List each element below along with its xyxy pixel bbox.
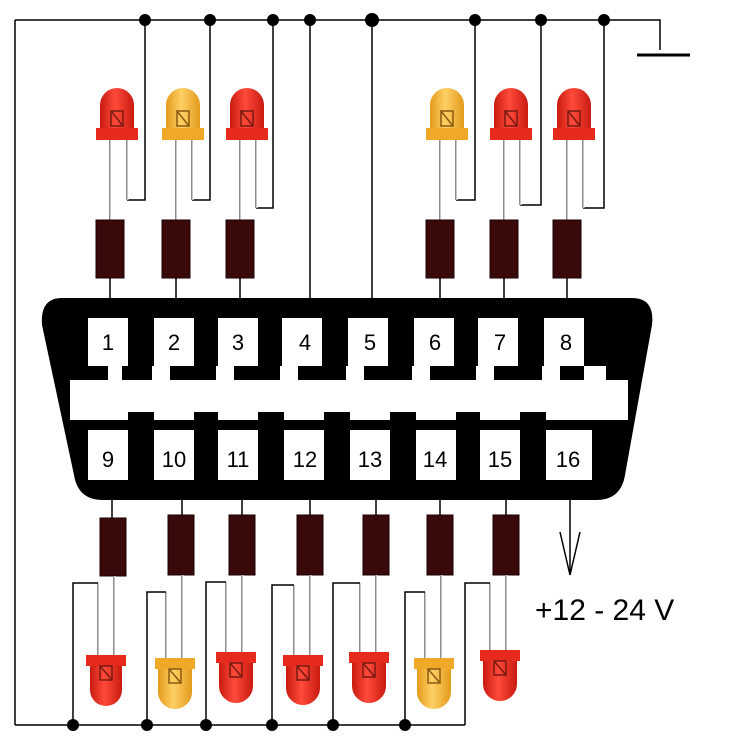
pin-label-14: 14 (423, 447, 447, 472)
led-pin-2 (161, 20, 211, 300)
led-pin-13 (332, 500, 390, 725)
pin-label-16: 16 (556, 447, 580, 472)
led-pin-8 (552, 20, 605, 300)
led-pin-7 (489, 20, 542, 300)
pin-label-2: 2 (168, 330, 180, 355)
pin-label-8: 8 (560, 330, 572, 355)
led-pin-10 (146, 500, 195, 725)
arrow-down-icon (559, 500, 581, 576)
pin-label-13: 13 (358, 447, 382, 472)
pin-label-11: 11 (227, 447, 250, 472)
led-pin-9 (72, 500, 127, 725)
junction-dots-top (139, 13, 610, 27)
junction-dots-bottom (67, 719, 411, 731)
obd-connector: 1 2 3 4 5 6 7 8 9 10 11 12 13 14 15 16 (41, 298, 653, 500)
led-pin-14 (404, 500, 454, 725)
led-pin-11 (205, 500, 256, 725)
pin-label-12: 12 (293, 447, 317, 472)
pin-label-1: 1 (102, 330, 114, 355)
pin-label-5: 5 (364, 330, 376, 355)
pin-label-4: 4 (299, 330, 311, 355)
led-pin-6 (425, 20, 476, 300)
pin-label-9: 9 (102, 447, 114, 472)
ground-rail-top (14, 19, 661, 726)
led-pin-1 (95, 20, 146, 300)
pin-label-7: 7 (494, 330, 506, 355)
pin-label-15: 15 (488, 447, 512, 472)
supply-voltage-label: +12 - 24 V (535, 594, 674, 627)
pin-label-6: 6 (429, 330, 441, 355)
pin-label-10: 10 (162, 447, 186, 472)
bottom-pin-row (88, 412, 592, 480)
led-pin-12 (271, 500, 324, 725)
top-pin-row (88, 318, 606, 380)
led-pin-3 (225, 20, 274, 300)
pin-label-3: 3 (232, 330, 244, 355)
led-pin-15 (464, 500, 520, 725)
